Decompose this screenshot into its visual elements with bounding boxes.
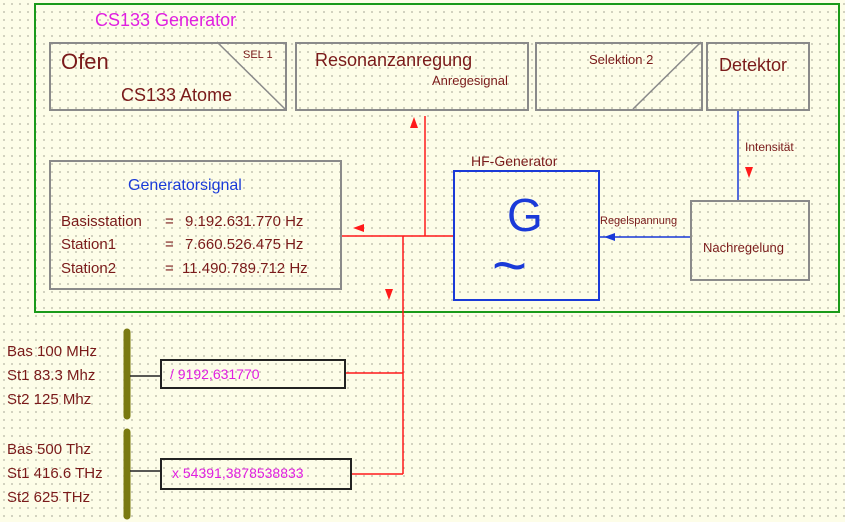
row-name: Station1 — [61, 236, 117, 253]
oven-box — [49, 42, 287, 111]
selection2-label: Selektion 2 — [589, 52, 654, 67]
oven-label: Ofen — [61, 49, 109, 74]
multiplier-output-label: Bas 500 Thz — [7, 441, 91, 458]
selection2-diagonal — [632, 41, 702, 110]
resonance-box — [295, 42, 529, 111]
selection2-box — [535, 42, 703, 111]
resonance-label: Resonanzanregung — [315, 50, 473, 70]
row-eq: = — [165, 260, 174, 277]
divider-output-label: St2 125 Mhz — [7, 391, 92, 408]
readjust-label: Nachregelung — [703, 240, 784, 255]
divider-output-label: St1 83.3 Mhz — [7, 367, 96, 384]
generator-signal-box — [49, 160, 342, 290]
oven-sel-label: SEL 1 — [243, 49, 273, 61]
multiplier-op: x 54391,3878538833 — [172, 465, 304, 481]
hf-generator-label: HF-Generator — [471, 153, 558, 169]
readjust-box — [690, 200, 810, 281]
excitation-signal-label: Anregesignal — [432, 73, 508, 88]
detector-box — [706, 42, 810, 111]
row-eq: = — [165, 213, 174, 230]
control-arrow — [604, 233, 615, 241]
row-eq: = — [165, 236, 174, 253]
sine-wave-icon: ~ — [492, 232, 528, 299]
divider-output-label: Bas 100 MHz — [7, 343, 98, 360]
row-name: Station2 — [61, 260, 117, 277]
hf-generator-box — [453, 170, 600, 301]
divider-box — [160, 359, 346, 389]
diagram-title: CS133 Generator — [95, 10, 237, 30]
oven-diagonal — [216, 41, 286, 110]
multiplier-box — [160, 458, 352, 490]
generator-frame — [34, 3, 840, 313]
multiplier-output-label: St1 416.6 THz — [7, 465, 103, 482]
row-name: Basisstation — [61, 213, 142, 230]
signal-arrows — [353, 117, 418, 300]
generator-symbol: G — [507, 189, 543, 241]
intensity-label: Intensität — [745, 140, 794, 154]
row-value: 11.490.789.712 Hz — [182, 260, 308, 277]
multiplier-output-label: St2 625 THz — [7, 489, 91, 506]
oven-atoms-label: CS133 Atome — [121, 85, 233, 105]
divider-op: / 9192,631770 — [170, 366, 260, 382]
intensity-arrow — [745, 167, 753, 178]
generator-signal-title: Generatorsignal — [128, 177, 242, 194]
control-voltage-label: Regelspannung — [600, 215, 678, 227]
row-value: 9.192.631.770 Hz — [185, 213, 304, 230]
detector-label: Detektor — [719, 55, 788, 75]
row-value: 7.660.526.475 Hz — [185, 236, 304, 253]
